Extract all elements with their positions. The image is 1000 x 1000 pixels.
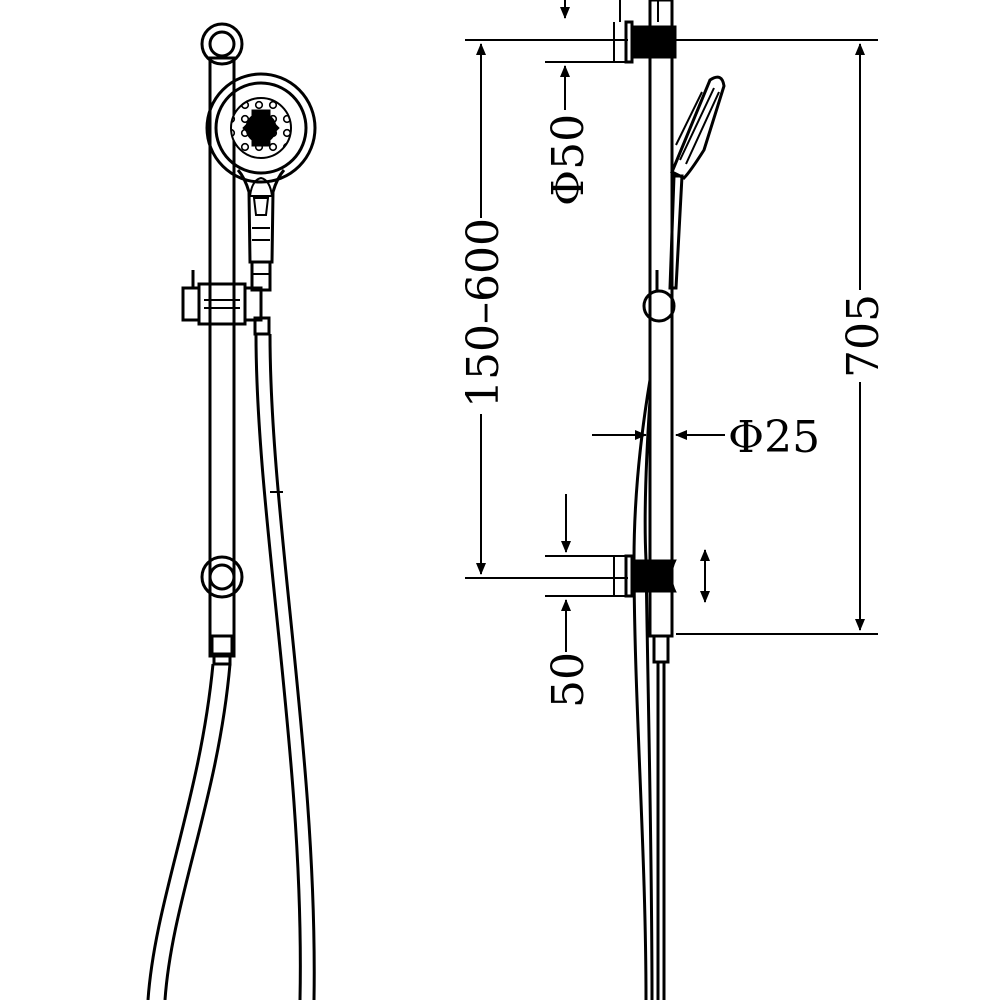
dim-slide-range: 150–600 [455, 43, 509, 575]
overall-height-label: 705 [838, 294, 889, 378]
front-view [146, 22, 317, 1000]
dim-overall-height: 705 [676, 39, 889, 635]
side-top-bracket [465, 0, 677, 64]
side-slider [642, 270, 676, 323]
dim-rail-diameter: Φ25 [592, 412, 820, 463]
rail-diameter-label: Φ25 [728, 412, 820, 463]
dim-bracket-diameter: Φ50 [543, 0, 594, 206]
front-top-bracket [200, 22, 244, 66]
front-rail-end [210, 634, 234, 666]
side-hand-shower [668, 75, 726, 290]
side-bottom-bracket [465, 554, 677, 598]
front-bottom-bracket [200, 555, 244, 599]
side-hose [632, 379, 654, 1000]
hand-shower-handle [236, 169, 286, 336]
bracket-diameter-label: Φ50 [543, 114, 594, 206]
bracket-offset-label: 50 [543, 652, 594, 708]
dim-bracket-offset: 50 [543, 494, 594, 708]
front-hose [146, 333, 316, 1000]
front-slider [181, 270, 263, 326]
hand-shower-head [205, 72, 317, 184]
front-rail [208, 56, 236, 658]
side-view: 150–600 Φ50 50 Φ25 705 [455, 0, 889, 1000]
slide-range-label: 150–600 [458, 218, 509, 408]
